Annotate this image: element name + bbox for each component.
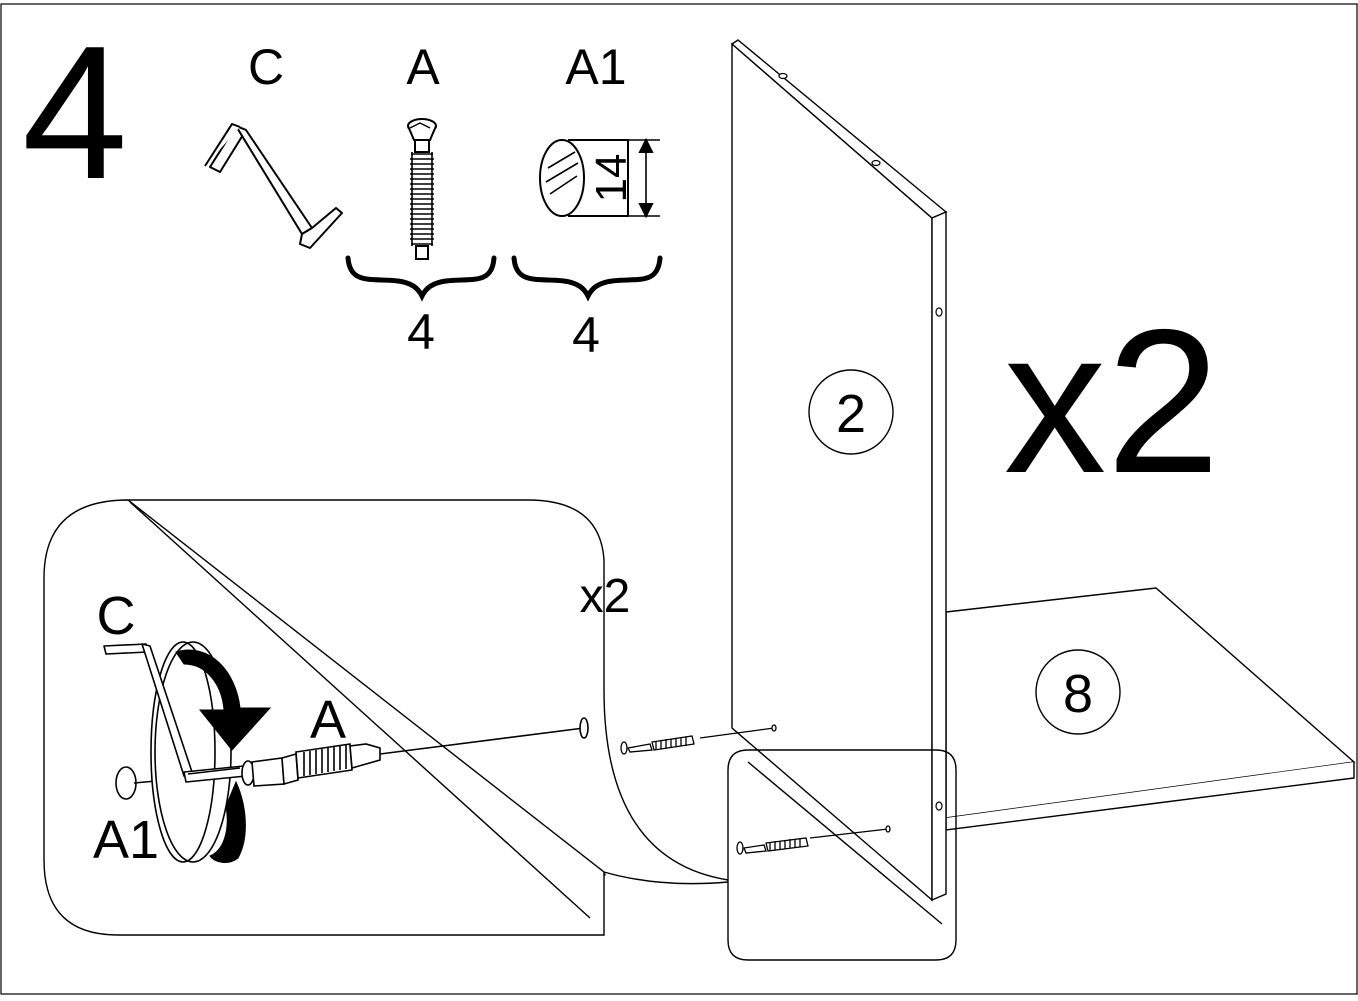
step-number: 4: [22, 7, 128, 219]
detail-panel-edge: [129, 501, 943, 925]
detail-label-c: C: [97, 586, 136, 646]
part-a1-quantity: 4: [572, 307, 600, 363]
panel-2: [730, 39, 948, 902]
detail-hex-key-icon: [103, 643, 247, 783]
panel-2-number-circle: [808, 369, 894, 455]
rotate-clockwise-arrow-icon: [175, 649, 272, 863]
part-a1-label: A1: [565, 39, 626, 95]
part-a-brace: [345, 255, 497, 302]
part-a-quantity: 4: [407, 304, 435, 360]
cam-bolt-icon: [407, 118, 437, 260]
detail-cam-bolt-icon: [241, 717, 589, 787]
page-border: [0, 3, 1358, 995]
panel-2-bolt: [620, 724, 777, 755]
detail-multiplier: x2: [580, 570, 631, 623]
part-a-label: A: [406, 39, 440, 95]
panel-8-number: 8: [1063, 664, 1093, 724]
detail-callout-outline: [43, 499, 729, 936]
part-c-label: C: [248, 39, 284, 95]
part-a1-dimension: 14: [587, 154, 636, 203]
panel-8-number-circle: [1035, 649, 1121, 735]
panel-2-holes: [778, 72, 943, 811]
hex-key-icon: [204, 123, 343, 249]
detail-callout-tail: [603, 871, 729, 885]
panel-8: [945, 587, 1356, 831]
detail-label-a: A: [310, 690, 346, 750]
main-multiplier: x2: [1004, 287, 1221, 516]
detail-label-a1: A1: [93, 810, 159, 870]
small-detail-bolt: [736, 825, 891, 855]
small-detail-box: [727, 749, 957, 961]
part-a1-brace: [511, 255, 663, 302]
panel-2-number: 2: [836, 384, 866, 444]
cam-lock-icon: [539, 137, 660, 219]
